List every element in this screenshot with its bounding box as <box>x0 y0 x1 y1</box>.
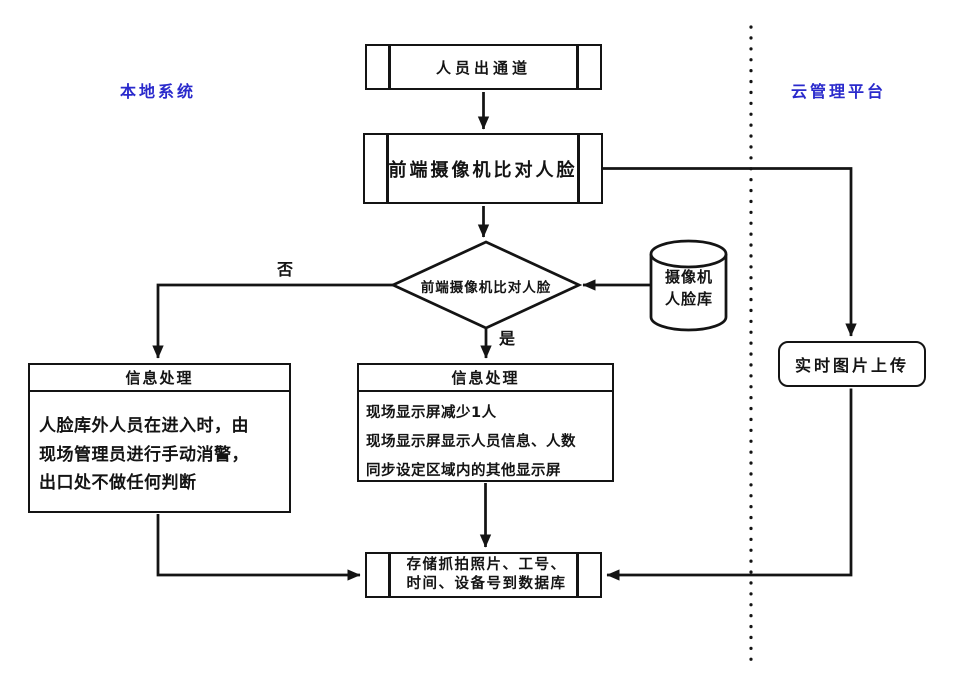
info-no-line-2: 现场管理员进行手动消警， <box>39 444 249 465</box>
store-line-2: 时间、设备号到数据库 <box>406 576 567 592</box>
edge-camera-to-upload <box>603 167 857 337</box>
edge-decision-no-to-info <box>152 283 393 359</box>
edge-label-yes: 是 <box>499 329 516 348</box>
lane-title-cloud-platform: 云管理平台 <box>791 82 887 101</box>
node-info-process-no-body: 人脸库外人员在进入时，由 现场管理员进行手动消警， 出口处不做任何判断 <box>30 392 289 498</box>
info-no-line-3: 出口处不做任何判断 <box>39 473 197 493</box>
face-db-line-1: 摄像机 <box>664 268 713 286</box>
right-bar-line <box>576 46 579 88</box>
node-info-process-yes-title: 信息处理 <box>359 365 612 392</box>
left-bar-line <box>388 554 391 596</box>
node-store-to-database: 存储抓拍照片、工号、 时间、设备号到数据库 <box>365 552 602 598</box>
info-yes-line-2: 现场显示屏显示人员信息、人数 <box>366 434 576 450</box>
decision-diamond-shape <box>389 240 583 330</box>
node-store-to-database-body: 存储抓拍照片、工号、 时间、设备号到数据库 <box>407 556 567 594</box>
right-bar-line <box>576 554 579 596</box>
node-decision-label: 前端摄像机比对人脸 <box>420 280 552 296</box>
node-front-camera-compare-label: 前端摄像机比对人脸 <box>388 159 578 181</box>
node-realtime-image-upload-label: 实时图片上传 <box>794 356 909 375</box>
right-bar-line <box>577 135 580 202</box>
edge-label-no: 否 <box>277 260 294 279</box>
edge-infono-to-store <box>156 514 361 581</box>
node-info-process-no-title: 信息处理 <box>30 365 289 392</box>
info-no-line-1: 人脸库外人员在进入时，由 <box>39 416 249 436</box>
database-cylinder-top <box>649 239 728 269</box>
lane-title-local-system: 本地系统 <box>120 82 197 101</box>
node-info-process-yes-body: 现场显示屏减少1人 现场显示屏显示人员信息、人数 同步设定区域内的其他显示屏 <box>359 392 612 486</box>
left-bar-line <box>386 135 389 202</box>
node-exit-channel: 人员出通道 <box>365 44 602 90</box>
left-bar-line <box>388 46 391 88</box>
edge-upload-to-store <box>606 388 853 581</box>
node-realtime-image-upload: 实时图片上传 <box>778 341 926 387</box>
database-cylinder-body <box>649 254 728 332</box>
face-db-line-2: 人脸库 <box>664 290 713 308</box>
node-exit-channel-label: 人员出通道 <box>435 58 531 77</box>
store-line-1: 存储抓拍照片、工号、 <box>406 557 567 573</box>
node-front-camera-compare: 前端摄像机比对人脸 <box>363 133 603 204</box>
info-yes-line-1: 现场显示屏减少1人 <box>366 405 497 421</box>
info-yes-line-3: 同步设定区域内的其他显示屏 <box>366 463 561 479</box>
node-face-db-label: 摄像机 人脸库 <box>652 266 726 310</box>
node-info-process-no: 信息处理 人脸库外人员在进入时，由 现场管理员进行手动消警， 出口处不做任何判断 <box>28 363 291 513</box>
node-info-process-yes: 信息处理 现场显示屏减少1人 现场显示屏显示人员信息、人数 同步设定区域内的其他… <box>357 363 614 482</box>
